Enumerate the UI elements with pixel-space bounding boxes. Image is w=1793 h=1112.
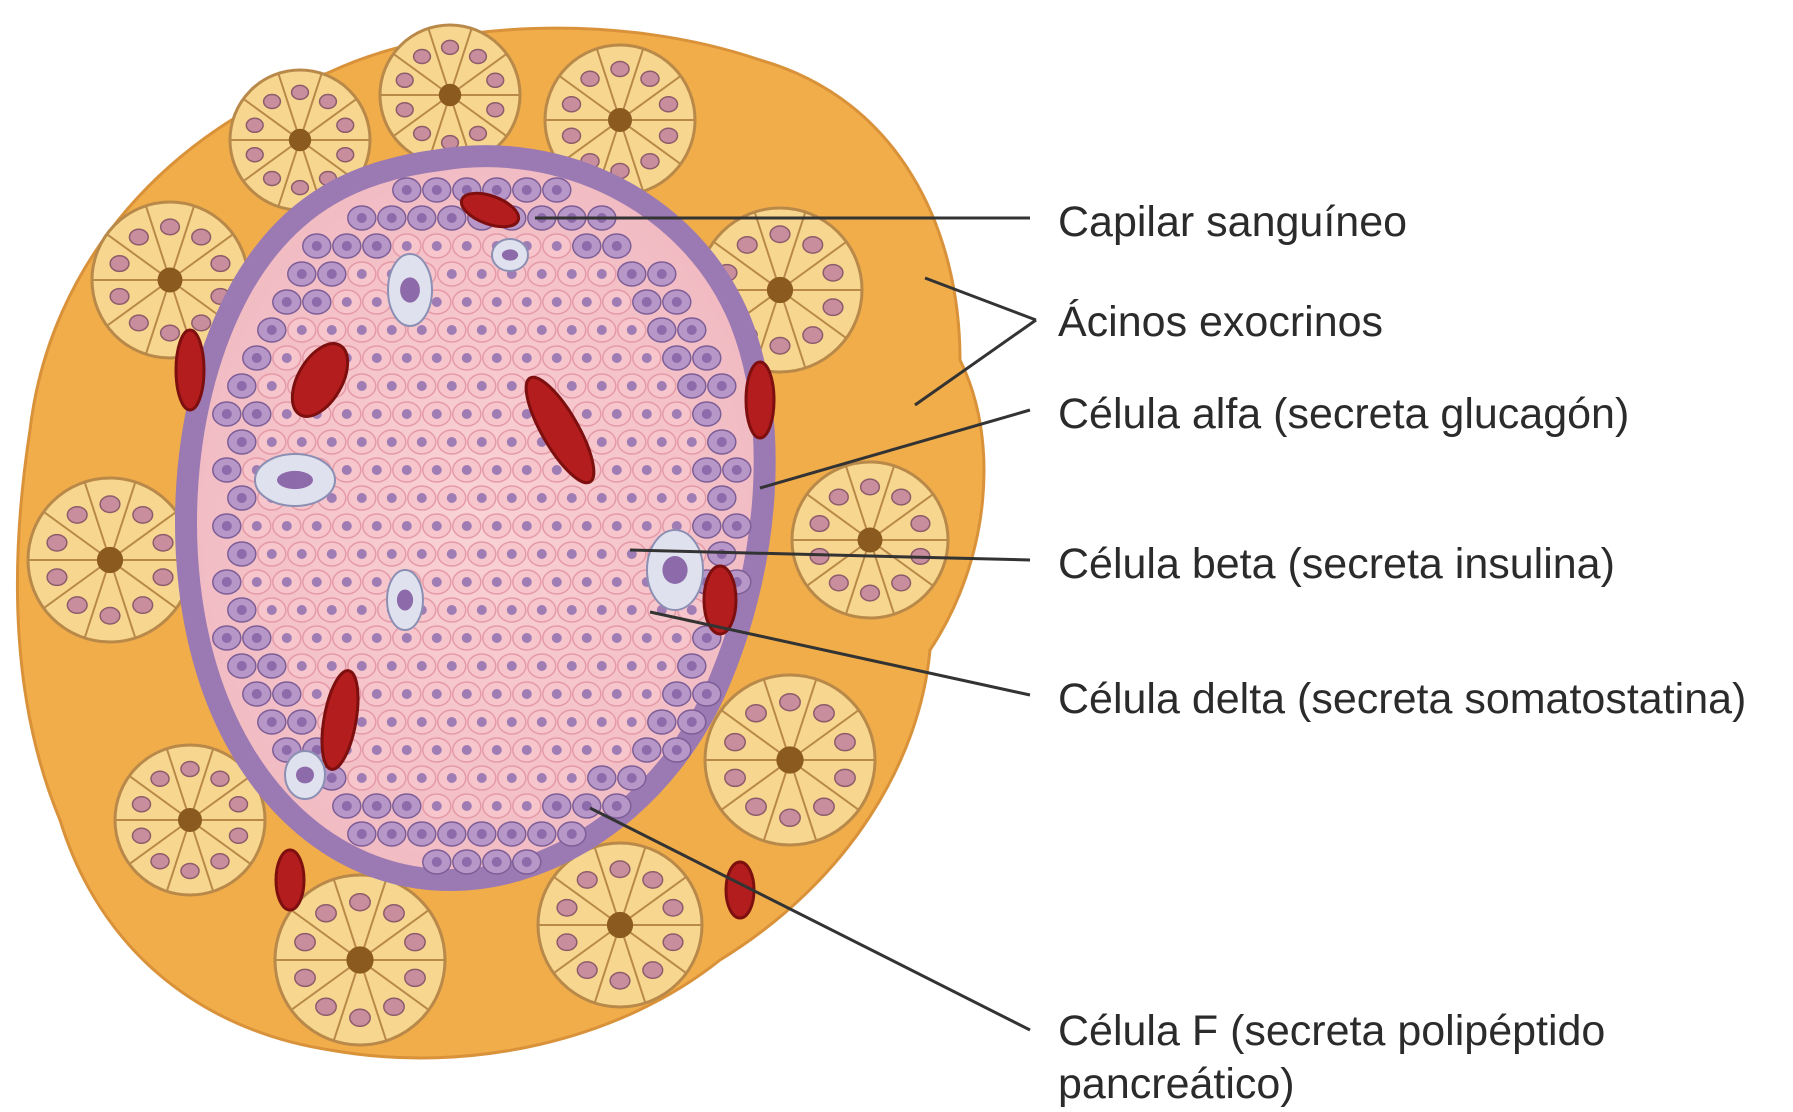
tissue-illustration	[18, 25, 984, 1058]
delta-nucleus	[277, 471, 313, 489]
blood-capillary	[746, 362, 774, 438]
delta-nucleus	[502, 249, 518, 260]
blood-capillary	[276, 850, 304, 910]
label-f-cell-line2: pancreático)	[1058, 1060, 1295, 1108]
labels: Capilar sanguíneo Ácinos exocrinos Célul…	[1058, 198, 1746, 1108]
acinus	[792, 462, 948, 618]
label-beta-cell: Célula beta (secreta insulina)	[1058, 540, 1615, 588]
label-alpha-cell: Célula alfa (secreta glucagón)	[1058, 390, 1629, 438]
label-f-cell-line1: Célula F (secreta polipéptido	[1058, 1007, 1605, 1055]
acinus	[380, 25, 520, 165]
label-capillary: Capilar sanguíneo	[1058, 198, 1407, 246]
blood-capillary	[176, 330, 204, 410]
label-delta-cell: Célula delta (secreta somatostatina)	[1058, 675, 1746, 723]
acinus	[705, 675, 875, 845]
delta-nucleus	[400, 277, 420, 302]
acinus	[28, 478, 192, 642]
label-acini: Ácinos exocrinos	[1058, 298, 1383, 346]
delta-nucleus	[296, 767, 314, 784]
delta-nucleus	[662, 556, 687, 584]
delta-nucleus	[397, 590, 413, 611]
acinus	[538, 843, 702, 1007]
